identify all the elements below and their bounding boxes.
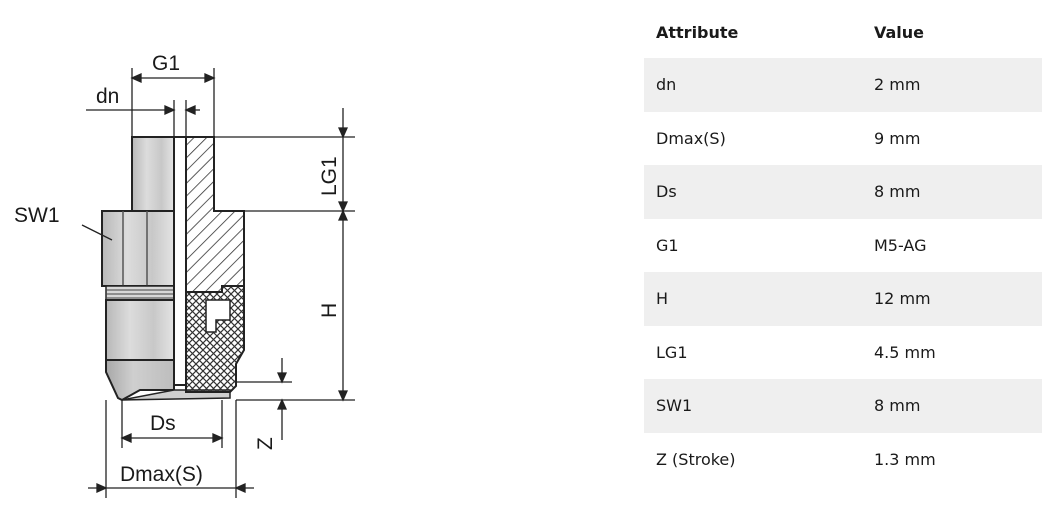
table-row: LG1 4.5 mm [644, 325, 1042, 379]
cell-value: 8 mm [866, 379, 1042, 433]
grooves [105, 285, 175, 301]
cell-attribute: Dmax(S) [644, 111, 866, 165]
table-row: Dmax(S) 9 mm [644, 111, 1042, 165]
table-row: SW1 8 mm [644, 379, 1042, 433]
label-h: H [318, 303, 341, 318]
cell-value: 12 mm [866, 272, 1042, 326]
cell-attribute: Z (Stroke) [644, 432, 866, 486]
label-lg1: LG1 [318, 156, 341, 196]
thread-body [131, 136, 175, 214]
table-row: Z (Stroke) 1.3 mm [644, 432, 1042, 486]
lower-body [105, 299, 175, 361]
suction-cup-drawing-svg: G1 dn SW1 Ds Dmax(S) LG1 H Z [14, 52, 355, 498]
cell-value: 8 mm [866, 165, 1042, 219]
cell-attribute: G1 [644, 218, 866, 272]
header-attribute: Attribute [644, 6, 866, 58]
label-z: Z [254, 437, 277, 450]
specification-table: Attribute Value dn 2 mm Dmax(S) 9 mm Ds … [644, 6, 1042, 486]
cross-section [173, 136, 245, 393]
label-ds: Ds [150, 412, 176, 435]
table-row: H 12 mm [644, 272, 1042, 326]
technical-drawing: G1 dn SW1 Ds Dmax(S) LG1 H Z [14, 52, 355, 498]
cell-value: 1.3 mm [866, 432, 1042, 486]
table-row: G1 M5-AG [644, 218, 1042, 272]
cell-attribute: H [644, 272, 866, 326]
header-value: Value [866, 6, 1042, 58]
cell-attribute: Ds [644, 165, 866, 219]
cell-value: 4.5 mm [866, 325, 1042, 379]
cell-attribute: LG1 [644, 325, 866, 379]
label-sw1: SW1 [14, 204, 60, 227]
label-dn: dn [96, 85, 119, 108]
table-row: Ds 8 mm [644, 165, 1042, 219]
label-g1: G1 [152, 52, 180, 75]
hex-nut [101, 210, 175, 287]
cell-value: M5-AG [866, 218, 1042, 272]
table-header-row: Attribute Value [644, 6, 1042, 58]
dimension-lines [81, 68, 355, 498]
cell-attribute: SW1 [644, 379, 866, 433]
cell-attribute: dn [644, 58, 866, 112]
table-row: dn 2 mm [644, 58, 1042, 112]
cell-value: 2 mm [866, 58, 1042, 112]
cell-value: 9 mm [866, 111, 1042, 165]
label-dmax: Dmax(S) [120, 463, 203, 486]
